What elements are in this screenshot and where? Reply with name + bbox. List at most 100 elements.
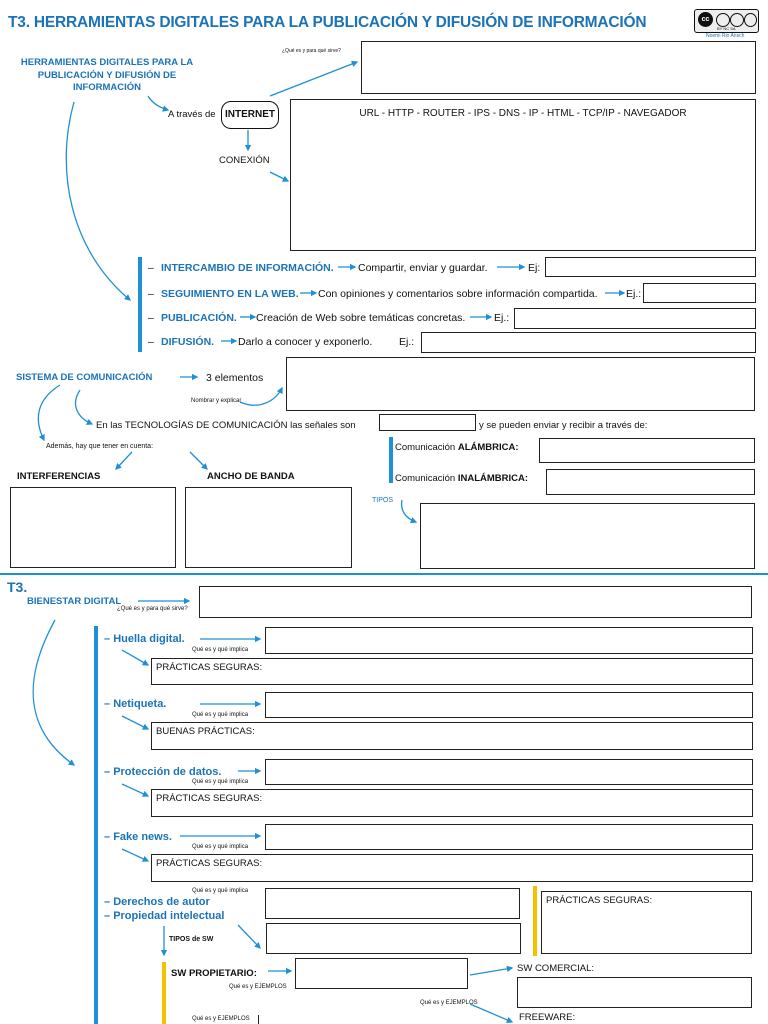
- answer-box-inalambrica[interactable]: [546, 469, 755, 495]
- section1-bar: [138, 257, 142, 352]
- answer-box-sw-propietario[interactable]: [295, 958, 468, 989]
- practice-label: PRÁCTICAS SEGURAS:: [156, 662, 263, 673]
- com-prefix: Comunicación: [395, 473, 456, 484]
- item-dash: –: [148, 288, 154, 300]
- derechos-autor-label: – Derechos de autor: [104, 896, 210, 908]
- license-badge-text: BY NC SA: [717, 26, 736, 31]
- practice-label: PRÁCTICAS SEGURAS:: [156, 793, 263, 804]
- section3-title: T3.: [7, 579, 28, 595]
- answer-box-seguimiento[interactable]: [643, 283, 756, 303]
- answer-box-ancho-banda[interactable]: [185, 487, 352, 568]
- internet-label: INTERNET: [221, 101, 279, 129]
- item-publicacion-label: PUBLICACIÓN.: [161, 312, 237, 324]
- answer-box-alambrica[interactable]: [539, 438, 755, 463]
- note-implica: Qué es y qué implica: [192, 844, 249, 850]
- item-dash: –: [148, 336, 154, 348]
- note-implica: Qué es y qué implica: [192, 779, 249, 785]
- cc-icon: cc: [698, 12, 713, 27]
- answer-box-proteccion[interactable]: [265, 759, 753, 785]
- answer-box-netiqueta[interactable]: [265, 692, 753, 718]
- answer-box-difusion[interactable]: [421, 332, 756, 353]
- item-difusion-ej: Ej.:: [399, 336, 415, 348]
- note-implica: Qué es y qué implica: [192, 712, 249, 718]
- conexion-label: CONEXIÓN: [219, 155, 270, 166]
- answer-box-senales[interactable]: [379, 414, 476, 431]
- fake-news-text: Fake news.: [113, 831, 172, 843]
- practice-box-derechos[interactable]: PRÁCTICAS SEGURAS:: [541, 891, 752, 954]
- practice-label: PRÁCTICAS SEGURAS:: [546, 895, 653, 906]
- internet-terms-box[interactable]: URL - HTTP - ROUTER - IPS - DNS - IP - H…: [290, 99, 756, 251]
- huella-digital-text: Huella digital.: [113, 633, 185, 645]
- item-seguimiento-desc: Con opiniones y comentarios sobre inform…: [318, 288, 598, 300]
- note-que-ejemplos: Qué es y EJEMPLOS: [229, 984, 287, 990]
- nombrar-explicar-note: Nombrar y explicar: [191, 398, 242, 404]
- propiedad-intelectual-label: – Propiedad intelectual: [104, 910, 225, 922]
- practice-box-netiqueta[interactable]: BUENAS PRÁCTICAS:: [151, 722, 753, 750]
- practice-box-fake-news[interactable]: PRÁCTICAS SEGURAS:: [151, 854, 753, 882]
- proteccion-datos-text: Protección de datos.: [113, 766, 222, 778]
- alambrica-word: ALÁMBRICA:: [457, 442, 519, 453]
- item-seguimiento-ej: Ej.:: [626, 288, 642, 300]
- ancho-banda-label: ANCHO DE BANDA: [207, 471, 295, 482]
- section2-bar: [389, 437, 393, 483]
- note-que-es-1: ¿Qué es y para qué sirve?: [282, 48, 341, 54]
- sw-yellow-bar: [162, 962, 166, 1024]
- interferencias-label: INTERFERENCIAS: [17, 471, 101, 482]
- item-seguimiento-label: SEGUIMIENTO EN LA WEB.: [161, 288, 299, 300]
- sw-comercial-label: SW COMERCIAL:: [517, 963, 595, 974]
- alambrica-label: Comunicación ALÁMBRICA:: [395, 442, 519, 453]
- answer-box-fake-news[interactable]: [265, 824, 753, 850]
- answer-box-tipos[interactable]: [420, 503, 755, 569]
- nc-icon: [730, 13, 744, 27]
- netiqueta-text: Netiqueta.: [113, 698, 167, 710]
- answer-box-bienestar[interactable]: [199, 586, 752, 618]
- note-implica: Qué es y qué implica: [192, 888, 249, 894]
- item-dash: –: [148, 312, 154, 324]
- bienestar-digital-label: BIENESTAR DIGITAL: [27, 596, 122, 607]
- answer-box-edge: [258, 1015, 259, 1024]
- practice-box-proteccion[interactable]: PRÁCTICAS SEGURAS:: [151, 789, 753, 817]
- section-divider: [0, 573, 768, 575]
- sa-icon: [744, 13, 757, 27]
- answer-box-derechos[interactable]: [265, 888, 520, 919]
- answer-box-publicacion[interactable]: [514, 308, 756, 329]
- note-que-es-2: ¿Qué es y para qué sirve?: [117, 606, 188, 612]
- note-implica: Qué es y qué implica: [192, 647, 249, 653]
- license-badge: cc BY NC SA: [694, 9, 759, 33]
- item-intercambio-label: INTERCAMBIO DE INFORMACIÓN.: [161, 262, 334, 274]
- sistema-comunicacion-label: SISTEMA DE COMUNICACIÓN: [16, 372, 153, 383]
- tic-suffix: y se pueden enviar y recibir a través de…: [479, 420, 648, 431]
- section3-bar: [94, 626, 98, 1024]
- practice-label: BUENAS PRÁCTICAS:: [156, 726, 255, 737]
- note-que-ejemplos: Qué es y EJEMPLOS: [192, 1016, 250, 1022]
- proteccion-datos-label: – Protección de datos.: [104, 766, 222, 778]
- item-publicacion-desc: Creación de Web sobre temáticas concreta…: [256, 312, 466, 324]
- ademas-note: Además, hay que tener en cuenta:: [46, 443, 154, 450]
- inalambrica-word: INALÁMBRICA:: [457, 473, 529, 484]
- sw-propietario-label: SW PROPIETARIO:: [171, 968, 257, 979]
- answer-box-elementos[interactable]: [286, 357, 755, 411]
- derechos-yellow-bar: [533, 886, 537, 956]
- tipos-sw-label: TIPOS de SW: [169, 936, 214, 943]
- freeware-label: FREEWARE:: [519, 1012, 576, 1023]
- inalambrica-label: Comunicación INALÁMBRICA:: [395, 473, 528, 484]
- answer-box-sw-comercial[interactable]: [517, 977, 752, 1008]
- com-prefix: Comunicación: [395, 442, 456, 453]
- propiedad-intelectual-text: Propiedad intelectual: [113, 910, 225, 922]
- tipos-label: TIPOS: [372, 497, 394, 504]
- by-icon: [716, 13, 730, 27]
- netiqueta-label: – Netiqueta.: [104, 698, 167, 710]
- section1-main-label: HERRAMIENTAS DIGITALES PARA LA PUBLICACI…: [20, 57, 194, 93]
- tic-prefix: En las TECNOLOGÍAS DE COMUNICACIÓN las s…: [96, 420, 356, 431]
- answer-box-propiedad[interactable]: [266, 923, 521, 954]
- item-publicacion-ej: Ej.:: [494, 312, 510, 324]
- answer-box-que-es[interactable]: [361, 41, 756, 94]
- item-difusion-label: DIFUSIÓN.: [161, 336, 215, 348]
- answer-box-interferencias[interactable]: [10, 487, 176, 568]
- practice-box-huella[interactable]: PRÁCTICAS SEGURAS:: [151, 658, 753, 685]
- answer-box-intercambio[interactable]: [545, 257, 756, 277]
- huella-digital-label: – Huella digital.: [104, 633, 185, 645]
- answer-box-huella[interactable]: [265, 627, 753, 654]
- practice-label: PRÁCTICAS SEGURAS:: [156, 858, 263, 869]
- traves-de-label: A través de: [168, 109, 216, 120]
